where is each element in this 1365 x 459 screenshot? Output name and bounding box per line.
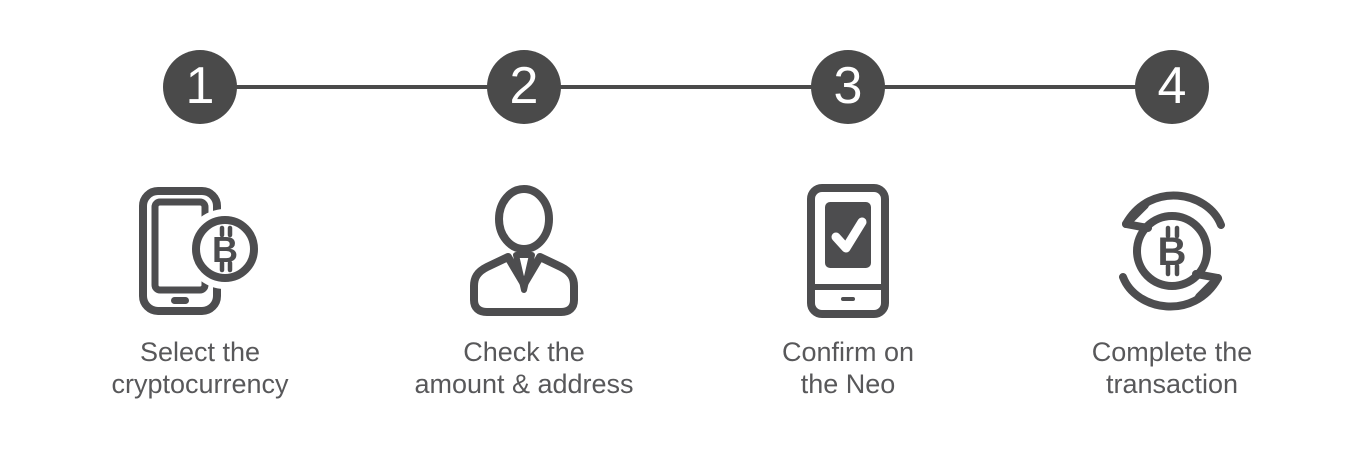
step-label-line1: Confirm on [781, 337, 915, 367]
device-checkmark-icon-svg [807, 184, 889, 318]
device-checkmark-icon [798, 180, 898, 322]
step-2-number-badge: 2 [487, 50, 561, 124]
step-connector-line [200, 85, 1172, 89]
step-label-line2: the Neo [800, 369, 896, 399]
step-2: 2 Check the amount & address [354, 0, 694, 400]
step-2-label: Check the amount & address [414, 336, 633, 400]
step-1-label: Select the cryptocurrency [111, 336, 288, 400]
step-number: 3 [833, 56, 863, 115]
step-number: 4 [1157, 56, 1187, 115]
smartphone-bitcoin-icon: B [138, 180, 262, 322]
smartphone-bitcoin-icon-svg: B [139, 187, 262, 315]
cycle-arrowhead-left [1122, 201, 1152, 232]
step-1: 1 B Select the cryptocurrency [30, 0, 370, 400]
step-label-line1: Select the [139, 337, 261, 367]
step-label-line2: transaction [1105, 369, 1239, 399]
step-1-number-badge: 1 [163, 50, 237, 124]
businessman-icon [464, 180, 584, 322]
bitcoin-exchange-cycle-icon: B [1104, 180, 1240, 322]
bitcoin-glyph: B [212, 229, 238, 270]
step-4-number-badge: 4 [1135, 50, 1209, 124]
step-3-label: Confirm on the Neo [782, 336, 914, 400]
cycle-arrowhead-right [1192, 270, 1222, 301]
step-3-number-badge: 3 [811, 50, 885, 124]
step-label-line1: Check the [463, 337, 585, 367]
step-label-line2: amount & address [414, 369, 634, 399]
step-label-line1: Complete the [1091, 337, 1253, 367]
businessman-icon-svg [470, 185, 578, 316]
step-4-label: Complete the transaction [1092, 336, 1253, 400]
bitcoin-exchange-cycle-icon-svg: B [1119, 191, 1225, 311]
step-3: 3 Confirm on the Neo [678, 0, 1018, 400]
step-number: 2 [509, 56, 539, 115]
bitcoin-glyph: B [1158, 230, 1187, 274]
step-4: 4 B Complete the transaction [1002, 0, 1342, 400]
step-label-line2: cryptocurrency [111, 369, 289, 399]
device-brand-mark [841, 297, 855, 301]
step-number: 1 [185, 56, 215, 115]
